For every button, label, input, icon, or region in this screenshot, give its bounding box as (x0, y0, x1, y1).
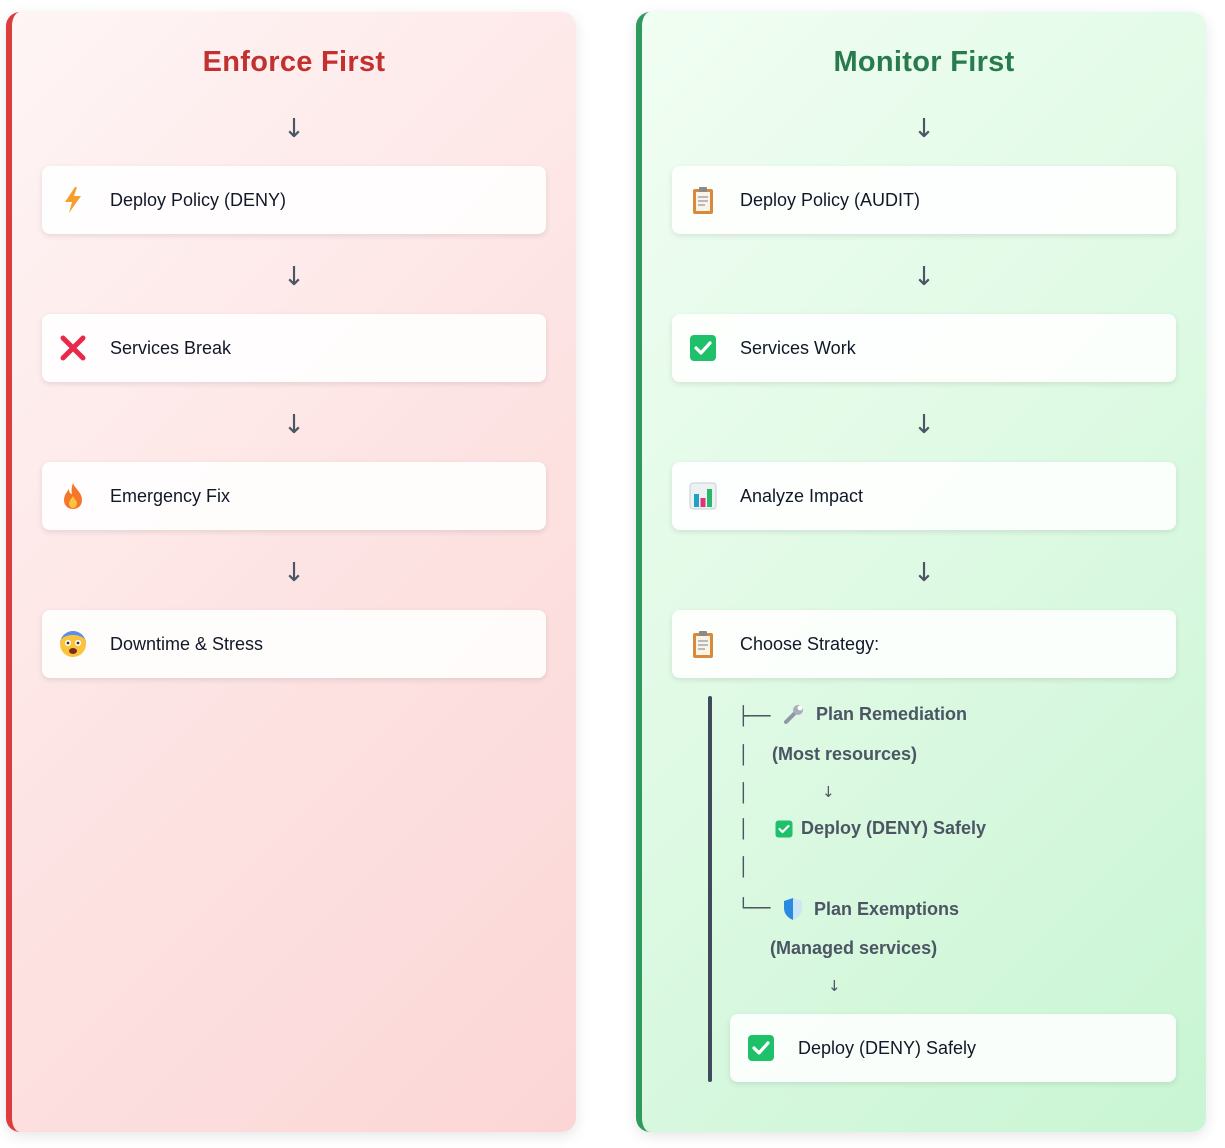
enforce-first-title: Enforce First (202, 46, 386, 78)
strategy-branch-line (708, 696, 712, 1082)
step-deploy-audit: Deploy Policy (AUDIT) (672, 166, 1176, 234)
step-analyze-impact: Analyze Impact (672, 462, 1176, 530)
step-choose-strategy: Choose Strategy: (672, 610, 1176, 678)
step-label: Services Break (110, 337, 232, 358)
clipboard-icon (688, 185, 718, 215)
check-mark-icon (775, 820, 793, 838)
flow-arrow: ↓ (283, 114, 305, 144)
step-services-work: Services Work (672, 314, 1176, 382)
step-deploy-deny: Deploy Policy (DENY) (42, 166, 546, 234)
flow-arrow: ↓ (283, 558, 305, 588)
scared-face-icon (58, 629, 88, 659)
remediation-note: (Most resources) (772, 744, 918, 764)
small-flow-arrow: ↓ (828, 977, 841, 995)
check-mark-icon (688, 333, 718, 363)
clipboard-icon (688, 629, 718, 659)
step-label: Downtime & Stress (110, 633, 264, 654)
flow-arrow: ↓ (283, 262, 305, 292)
step-deploy-deny-safely: Deploy (DENY) Safely (730, 1014, 1176, 1082)
tree-pipe: │ (738, 857, 749, 878)
flow-arrow: ↓ (913, 262, 935, 292)
bar-chart-icon (688, 481, 718, 511)
step-label: Choose Strategy: (740, 633, 880, 654)
cross-mark-icon (58, 333, 88, 363)
small-flow-arrow: ↓ (822, 783, 835, 801)
plan-remediation-label: Plan Remediation (782, 702, 967, 726)
monitor-first-panel: Monitor First ↓ Deploy Policy (AUDIT) ↓ … (636, 12, 1206, 1132)
enforce-first-panel: Enforce First ↓ Deploy Policy (DENY) ↓ S… (6, 12, 576, 1132)
step-label: Emergency Fix (110, 485, 231, 506)
flow-arrow: ↓ (913, 558, 935, 588)
step-label: Deploy Policy (AUDIT) (740, 189, 921, 210)
step-emergency-fix: Emergency Fix (42, 462, 546, 530)
remediation-result: Deploy (DENY) Safely (775, 818, 986, 839)
tree-pipe: │ (738, 819, 749, 840)
monitor-first-title: Monitor First (833, 46, 1015, 78)
plan-exemptions-label: Plan Exemptions (782, 897, 959, 921)
tree-connector-top: ├── (738, 706, 771, 727)
wrench-icon (782, 702, 806, 726)
tree-pipe: │ (738, 783, 749, 804)
tree-connector-bottom: └── (738, 898, 771, 919)
step-label: Services Work (740, 337, 856, 358)
step-downtime-stress: Downtime & Stress (42, 610, 546, 678)
tree-pipe: │ (738, 745, 749, 766)
step-label: Deploy Policy (DENY) (110, 189, 287, 210)
step-label: Deploy (DENY) Safely (798, 1037, 977, 1058)
flow-arrow: ↓ (913, 114, 935, 144)
fire-icon (58, 481, 88, 511)
shield-icon (782, 897, 804, 921)
flow-arrow: ↓ (283, 410, 305, 440)
step-services-break: Services Break (42, 314, 546, 382)
lightning-icon (58, 185, 88, 215)
exemptions-note: (Managed services) (770, 938, 938, 958)
check-mark-icon (746, 1033, 776, 1063)
step-label: Analyze Impact (740, 485, 864, 506)
flow-arrow: ↓ (913, 410, 935, 440)
